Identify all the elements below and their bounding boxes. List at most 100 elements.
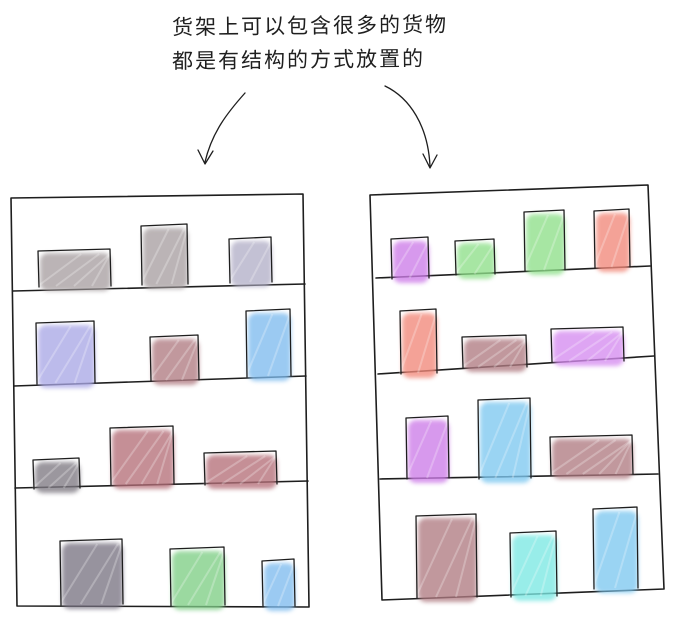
box-outline bbox=[37, 248, 112, 288]
box-outline bbox=[523, 209, 566, 272]
box-fill bbox=[35, 462, 80, 493]
box-fill bbox=[62, 543, 123, 609]
box-scribble bbox=[523, 214, 549, 271]
box-left-row4-item1 bbox=[59, 538, 124, 609]
box-fill bbox=[143, 228, 188, 289]
box-scribble bbox=[62, 462, 80, 489]
box-scribble bbox=[261, 563, 283, 607]
box-outline bbox=[203, 450, 278, 486]
box-fill bbox=[264, 563, 295, 611]
box-outline bbox=[399, 308, 438, 375]
box-left-row4-item3 bbox=[261, 558, 296, 611]
box-scribble bbox=[149, 339, 180, 381]
arrow-right bbox=[384, 85, 431, 167]
box-outline bbox=[509, 530, 558, 598]
shelf-left-items bbox=[32, 223, 296, 611]
box-right-row3-item2 bbox=[477, 397, 532, 483]
box-scribble bbox=[156, 430, 174, 485]
box-scribble bbox=[568, 331, 613, 362]
box-scribble bbox=[614, 511, 638, 589]
box-scribble bbox=[565, 439, 617, 475]
box-left-row2-item1 bbox=[35, 320, 96, 388]
box-fill bbox=[480, 402, 531, 483]
box-fill bbox=[152, 339, 199, 385]
box-right-row1-item1 bbox=[390, 236, 430, 283]
box-fill bbox=[402, 313, 437, 378]
box-fill bbox=[248, 313, 291, 381]
box-scribble bbox=[455, 518, 477, 598]
box-fill bbox=[38, 325, 95, 388]
box-scribble bbox=[524, 535, 554, 597]
box-right-row1-item4 bbox=[593, 208, 631, 272]
box-scribble bbox=[549, 439, 600, 475]
box-scribble bbox=[73, 253, 111, 287]
box-scribble bbox=[598, 439, 633, 475]
box-fill bbox=[172, 551, 225, 610]
box-fill bbox=[553, 331, 624, 366]
box-scribble bbox=[205, 551, 225, 606]
box-scribble bbox=[586, 331, 624, 362]
box-outline bbox=[109, 425, 175, 486]
box-right-row1-item3 bbox=[523, 209, 566, 275]
box-outline bbox=[461, 334, 528, 369]
box-scribble bbox=[408, 241, 429, 279]
box-scribble bbox=[593, 213, 616, 268]
box-scribble bbox=[494, 402, 528, 479]
box-right-row4-item3 bbox=[592, 506, 639, 593]
box-left-row3-item3 bbox=[203, 450, 278, 489]
box-scribble bbox=[426, 420, 449, 479]
box-scribble bbox=[249, 241, 272, 283]
box-outline bbox=[592, 506, 639, 590]
arrow-right-head bbox=[422, 153, 438, 169]
box-scribble bbox=[59, 543, 99, 605]
box-left-row1-item2 bbox=[140, 223, 189, 289]
box-right-row3-item1 bbox=[405, 415, 450, 483]
box-outline bbox=[549, 434, 634, 476]
box-scribble bbox=[267, 313, 291, 377]
box-right-row3-item3 bbox=[549, 434, 634, 479]
box-scribble bbox=[155, 228, 185, 285]
box-outline bbox=[149, 334, 200, 382]
shelf-right-frame bbox=[369, 184, 665, 601]
box-outline bbox=[390, 236, 430, 280]
box-scribble bbox=[187, 551, 222, 606]
box-fill bbox=[595, 511, 638, 593]
box-outline bbox=[405, 415, 450, 480]
box-outline bbox=[169, 546, 226, 607]
box-scribble bbox=[473, 243, 495, 275]
box-outline bbox=[35, 320, 96, 385]
box-left-row1-item1 bbox=[37, 248, 112, 291]
box-scribble bbox=[47, 462, 77, 489]
box-scribble bbox=[461, 339, 501, 368]
box-scribble bbox=[221, 455, 266, 485]
box-left-row2-item2 bbox=[149, 334, 200, 385]
box-fill bbox=[112, 430, 174, 489]
box-scribble bbox=[100, 543, 123, 605]
box-fill bbox=[552, 439, 633, 479]
box-scribble bbox=[477, 402, 511, 479]
box-scribble bbox=[228, 241, 256, 283]
box-outline bbox=[228, 236, 273, 284]
box-fill bbox=[393, 241, 429, 283]
box-outline bbox=[593, 208, 631, 269]
box-scribble bbox=[140, 430, 174, 485]
box-scribble bbox=[239, 455, 277, 485]
box-scribble bbox=[32, 462, 62, 489]
shelf-right-items bbox=[390, 208, 639, 602]
box-scribble bbox=[124, 430, 165, 485]
box-outline bbox=[477, 397, 532, 480]
box-outline bbox=[245, 308, 292, 378]
box-right-row4-item1 bbox=[415, 513, 478, 602]
box-right-row2-item2 bbox=[461, 334, 528, 372]
box-scribble bbox=[543, 214, 565, 271]
box-outline bbox=[550, 326, 625, 363]
box-scribble bbox=[417, 313, 437, 374]
box-scribble bbox=[415, 518, 453, 598]
box-scribble bbox=[91, 253, 111, 287]
box-scribble bbox=[592, 511, 621, 589]
box-outline bbox=[454, 238, 496, 276]
box-outline bbox=[32, 457, 81, 490]
box-scribble bbox=[55, 253, 100, 287]
box-scribble bbox=[454, 243, 480, 275]
